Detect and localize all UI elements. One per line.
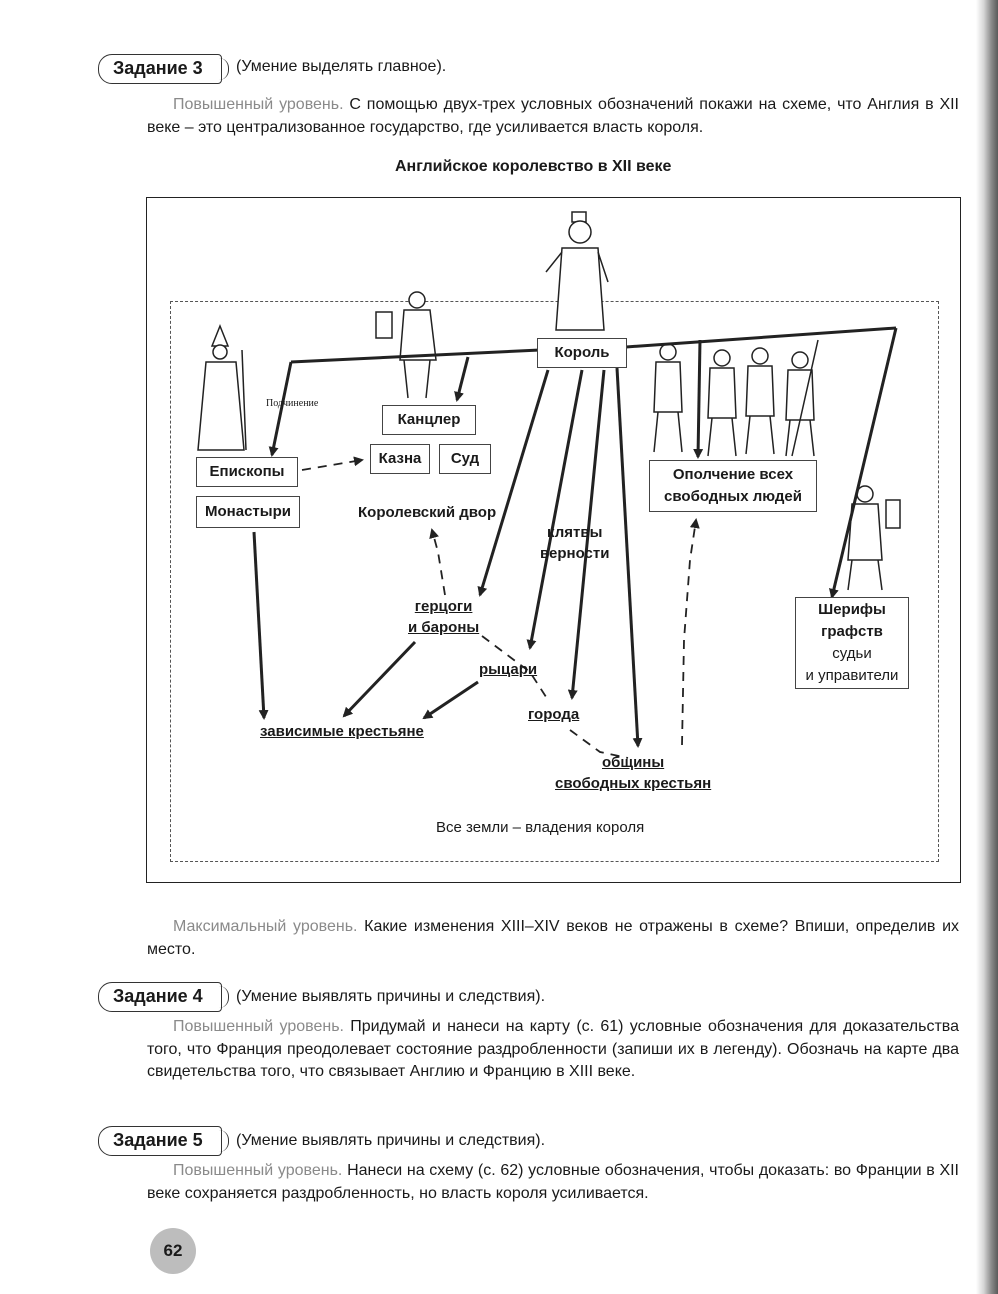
max-level-text: Максимальный уровень. Какие изменения XI… xyxy=(147,916,959,961)
dependent-peasants-label: зависимые крестьяне xyxy=(260,723,424,740)
knights-label: рыцари xyxy=(479,661,537,678)
task-5-text: Повышенный уровень. Нанеси на схему (с. … xyxy=(147,1160,959,1205)
court-box: Суд xyxy=(439,444,491,474)
oath-line-1: клятвы xyxy=(540,522,609,543)
sheriffs-line-1: Шерифы xyxy=(796,599,908,621)
task-5-tag: Задание 5 xyxy=(98,1126,222,1156)
page-number: 62 xyxy=(150,1228,196,1274)
dukes-line-1: герцоги xyxy=(408,596,479,617)
towns-label: города xyxy=(528,706,579,723)
task-5-skill: (Умение выявлять причины и следствия). xyxy=(236,1132,545,1150)
sheriffs-line-2: графств xyxy=(796,621,908,643)
king-box: Король xyxy=(537,338,627,368)
task-4-skill: (Умение выявлять причины и следствия). xyxy=(236,988,545,1006)
task-5-level: Повышенный уровень. xyxy=(173,1162,342,1179)
max-level-label: Максимальный уровень. xyxy=(173,918,358,935)
managers-label: и управители xyxy=(796,665,908,687)
bishop-figure-icon xyxy=(198,326,246,450)
dukes-line-2: и бароны xyxy=(408,617,479,638)
militia-line-2: свободных людей xyxy=(650,486,816,508)
free-communities-label: общины свободных крестьян xyxy=(555,752,711,794)
chancellor-figure-icon xyxy=(376,292,436,398)
monasteries-box: Монастыри xyxy=(196,496,300,528)
task-4-level: Повышенный уровень. xyxy=(173,1018,344,1035)
task-4-tag: Задание 4 xyxy=(98,982,222,1012)
communities-line-1: общины xyxy=(555,752,711,773)
oath-line-2: верности xyxy=(540,543,609,564)
subordination-label: Подчинение xyxy=(266,398,318,409)
militia-box: Ополчение всех свободных людей xyxy=(649,460,817,512)
communities-line-2: свободных крестьян xyxy=(555,773,711,794)
royal-court-label: Королевский двор xyxy=(358,504,496,521)
oath-label: клятвы верности xyxy=(540,522,609,564)
judges-label: судьи xyxy=(796,643,908,665)
dukes-barons-label: герцоги и бароны xyxy=(408,596,479,638)
bishops-box: Епископы xyxy=(196,457,298,487)
militia-line-1: Ополчение всех xyxy=(650,464,816,486)
chancellor-box: Канцлер xyxy=(382,405,476,435)
task-4-text: Повышенный уровень. Придумай и нанеси на… xyxy=(147,1016,959,1084)
all-lands-label: Все земли – владения короля xyxy=(436,819,644,836)
treasury-box: Казна xyxy=(370,444,430,474)
sheriffs-box: Шерифы графств судьи и управители xyxy=(795,597,909,689)
king-figure-icon xyxy=(546,212,608,330)
militia-figures-icon xyxy=(654,340,818,456)
